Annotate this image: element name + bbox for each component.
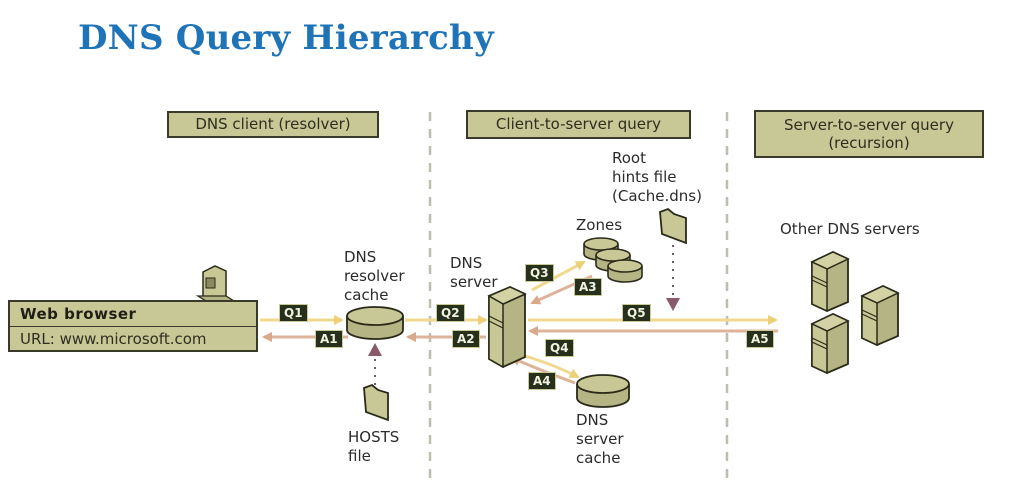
zone-label-server-to-server-line2: (recursion) [828,134,910,152]
arrow-q4 [521,353,580,379]
other-dns-servers-label: Other DNS servers [780,220,920,238]
dns-server-icon [487,286,527,369]
other-dns-server-icon-1 [810,251,850,313]
zone-label-dns-client: DNS client (resolver) [167,111,379,138]
arrow-q3 [531,260,586,292]
hosts-file-label-line1: HOSTS [348,428,400,446]
zones-label: Zones [576,216,623,234]
dns-server-label-line2: server [450,273,498,291]
hosts-file-label-line2: file [348,447,371,465]
zones-icon [583,237,643,283]
badge-q5: Q5 [622,304,651,322]
resolver-cache-icon [346,306,404,340]
dns-server-label: DNS server [450,254,497,292]
web-browser-label: Web browser [10,302,256,327]
badge-q3: Q3 [525,264,554,282]
dns-server-label-line1: DNS [450,254,483,272]
root-hints-label-line1: Root [612,149,646,167]
root-hints-label-line3: (Cache.dns) [612,187,702,205]
root-hints-label: Root hints file (Cache.dns) [612,149,702,206]
arrowhead-hosts [368,343,382,356]
resolver-cache-label: DNS resolver cache [344,248,405,305]
badge-q1: Q1 [279,304,308,322]
badge-a2: A2 [452,330,480,348]
root-hints-file-icon [659,207,687,245]
badge-q4: Q4 [545,339,574,357]
arrowhead-roothints [666,298,680,311]
other-dns-server-icon-2 [860,285,900,347]
computer-icon [195,265,237,303]
other-dns-server-icon-3 [810,313,850,375]
server-cache-label-line1: DNS [576,411,609,429]
resolver-cache-label-line1: DNS [344,248,377,266]
web-browser-box: Web browser URL: www.microsoft.com [8,300,258,352]
zone-label-client-to-server: Client-to-server query [466,110,691,139]
resolver-cache-label-line3: cache [344,286,389,304]
hosts-file-icon [363,383,389,422]
badge-a1: A1 [315,330,343,348]
zone-label-server-to-server-line1: Server-to-server query [784,116,954,134]
resolver-cache-label-line2: resolver [344,267,405,285]
server-cache-icon [576,374,630,408]
web-browser-url: URL: www.microsoft.com [20,330,207,348]
hosts-file-label: HOSTS file [348,428,399,466]
badge-a4: A4 [528,372,556,390]
badge-a5: A5 [746,330,774,348]
root-hints-label-line2: hints file [612,168,677,186]
zone-label-server-to-server: Server-to-server query (recursion) [754,110,984,158]
server-cache-label-line2: server [576,430,624,448]
badge-q2: Q2 [436,304,465,322]
page-title: DNS Query Hierarchy [78,18,494,58]
server-cache-label-line3: cache [576,449,621,467]
badge-a3: A3 [574,278,602,296]
server-cache-label: DNS server cache [576,411,623,468]
